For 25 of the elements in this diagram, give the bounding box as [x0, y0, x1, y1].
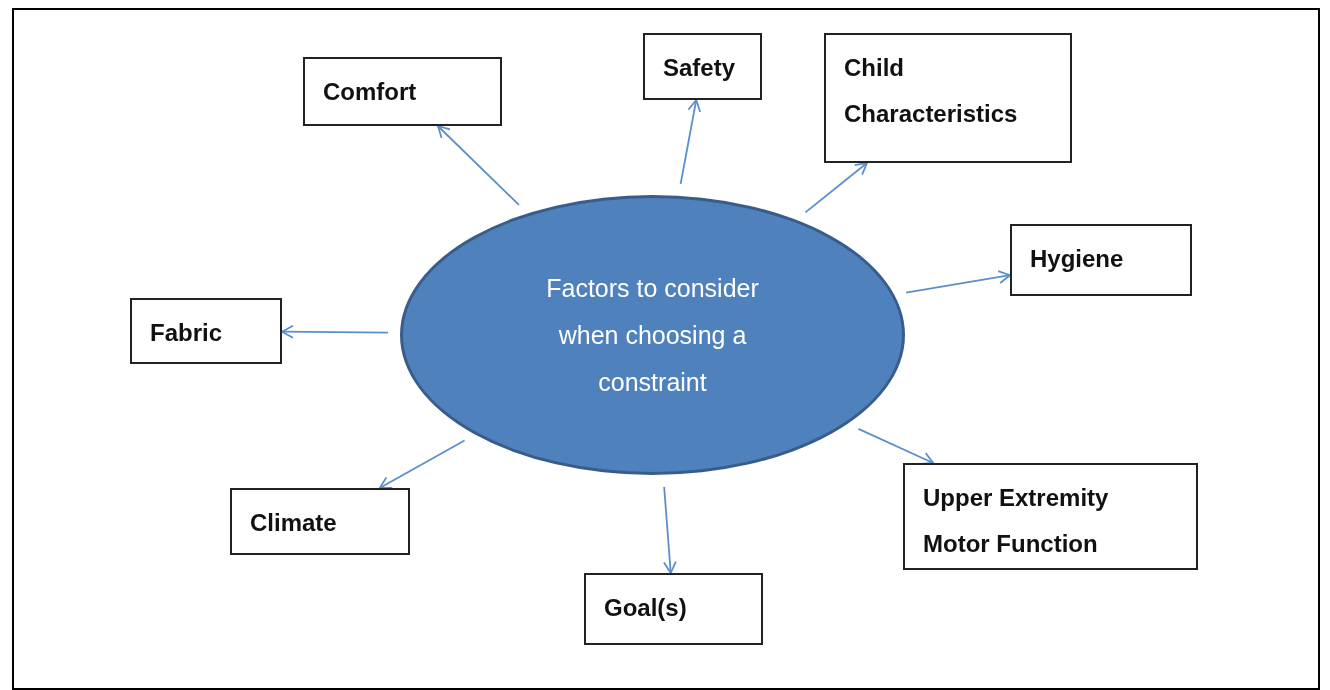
factor-box	[584, 573, 763, 645]
factor-box	[303, 57, 502, 126]
arrow	[679, 99, 702, 185]
factor-label: Climate	[250, 508, 338, 538]
arrow	[905, 270, 1011, 294]
factor-label: Fabric	[150, 318, 224, 348]
factor-box	[643, 33, 762, 100]
arrow	[437, 125, 520, 206]
factor-label: Hygiene	[1030, 244, 1125, 274]
arrow	[281, 324, 389, 339]
factor-box	[824, 33, 1072, 163]
factor-box	[1010, 224, 1192, 296]
factor-label: Safety	[663, 53, 737, 83]
factor-box	[903, 463, 1198, 570]
factor-label: Upper Extremity Motor Function	[923, 483, 1110, 559]
arrow	[663, 485, 677, 574]
factor-label: Comfort	[323, 77, 418, 107]
arrow	[857, 428, 935, 465]
arrow	[378, 439, 466, 489]
factor-box	[130, 298, 282, 364]
factor-label: Goal(s)	[604, 593, 688, 623]
topic-text: Factors to consider when choosing a constraint	[545, 272, 760, 398]
factor-label: Child Characteristics	[844, 53, 1019, 129]
arrow	[804, 162, 868, 214]
factor-box	[230, 488, 410, 555]
